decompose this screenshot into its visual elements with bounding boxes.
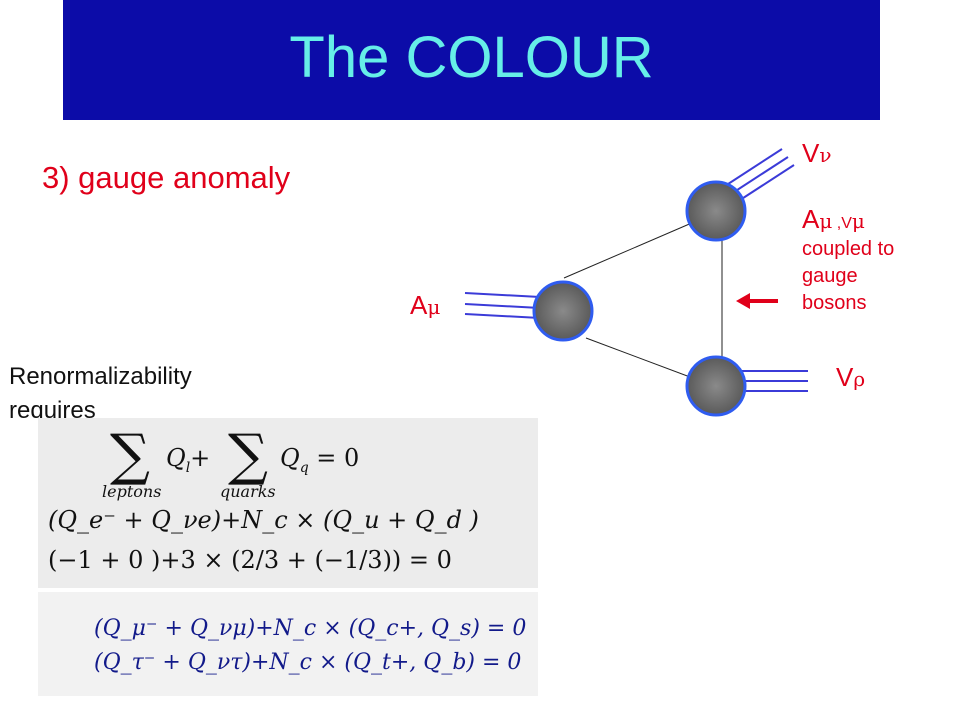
coupled-heading: Aμ ,Vμ — [802, 204, 865, 235]
eq-term-ql: Ql+ — [166, 444, 210, 476]
label-v-nu: Vν — [802, 138, 832, 169]
sum-under-leptons: leptons — [102, 482, 162, 501]
coupled-text: coupled to gauge bosons — [802, 236, 952, 317]
sum-sign-1: ∑ — [110, 423, 150, 488]
red-arrow-icon — [736, 293, 778, 309]
eq-qq-main: Q — [280, 444, 300, 472]
label-a-mu: Aμ — [410, 290, 440, 321]
label-a-mu-main: A — [410, 290, 428, 320]
equation-line-3: (−1 + 0 )+3 × (2/3 + (−1/3)) = 0 — [48, 546, 452, 574]
sum-under-quarks: quarks — [220, 482, 276, 501]
label-a-mu-sub: μ — [427, 295, 441, 319]
eq-equals-zero: = 0 — [316, 444, 360, 472]
boson-line-top — [724, 148, 795, 203]
coupled-line-1: coupled to — [802, 238, 895, 260]
label-v-rho-main: V — [836, 362, 854, 392]
loop-edge-bottom — [585, 337, 699, 381]
boson-line-left — [464, 292, 541, 319]
label-v-nu-main: V — [802, 138, 820, 168]
equation-line-2: (Q_e⁻ + Q_νe)+N_c × (Q_u + Q_d ) — [48, 506, 479, 534]
vertex-top — [685, 180, 747, 242]
vertex-bottom — [685, 355, 747, 417]
sum-sign-2: ∑ — [228, 423, 268, 488]
eq-term-qq: Qq = 0 — [280, 444, 359, 476]
eq-plus: + — [190, 444, 211, 472]
loop-edge-top — [563, 221, 695, 279]
eq-qq-sub: q — [299, 459, 309, 476]
equation-line-5: (Q_τ⁻ + Q_ντ)+N_c × (Q_t+, Q_b) = 0 — [94, 650, 522, 675]
label-v-rho: Vρ — [836, 362, 865, 393]
coupled-heading-sep: ,V — [832, 215, 852, 232]
label-v-rho-sub: ρ — [853, 367, 866, 391]
label-v-nu-sub: ν — [819, 143, 832, 167]
boson-line-bottom — [742, 370, 808, 392]
eq-ql-main: Q — [166, 444, 186, 472]
section-heading: 3) gauge anomaly — [42, 160, 291, 195]
page-title: The COLOUR — [289, 25, 654, 90]
title-bar: The COLOUR — [63, 0, 880, 120]
equation-block-2: (Q_μ⁻ + Q_νμ)+N_c × (Q_c+, Q_s) = 0 (Q_τ… — [38, 592, 538, 696]
eq-ql-sub: l — [185, 459, 191, 476]
vertex-left — [532, 280, 594, 342]
equation-line-4: (Q_μ⁻ + Q_νμ)+N_c × (Q_c+, Q_s) = 0 — [94, 616, 527, 641]
coupled-line-2: gauge — [802, 265, 858, 287]
coupled-heading-a-sub: μ — [819, 209, 833, 233]
coupled-line-3: bosons — [802, 292, 867, 314]
coupled-heading-a: A — [802, 204, 820, 234]
equation-block-1: ∑ leptons Ql+ ∑ quarks Qq = 0 (Q_e⁻ + Q_… — [38, 418, 538, 588]
coupled-heading-v-sub: μ — [851, 209, 865, 233]
